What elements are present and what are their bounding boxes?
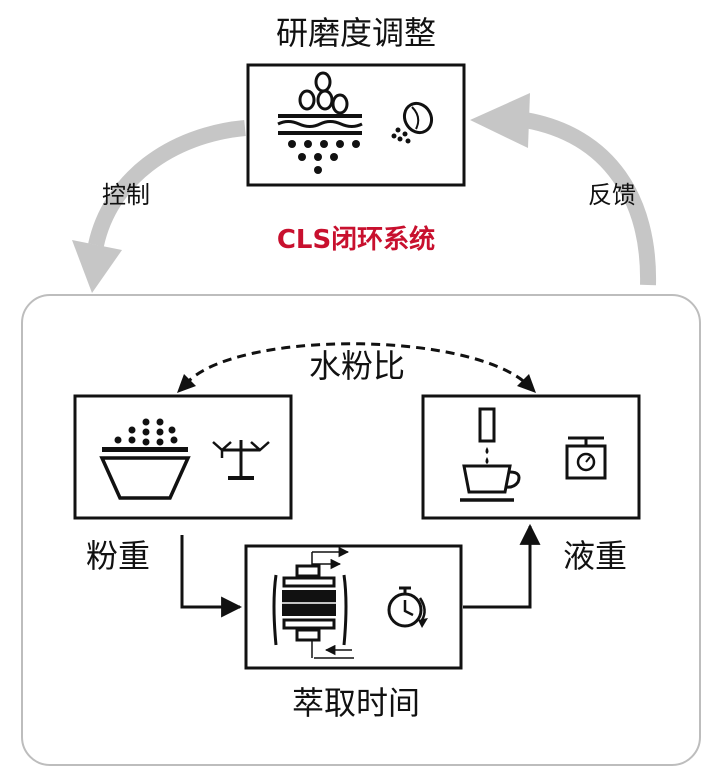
title-label: 研磨度调整 — [276, 14, 436, 52]
timer-icon — [387, 586, 428, 628]
time-label: 萃取时间 — [292, 684, 420, 722]
ratio-arc — [183, 342, 530, 387]
control-arrow — [88, 120, 246, 247]
time-box — [244, 544, 463, 670]
feedback-arrow — [523, 112, 657, 286]
yield-box — [421, 394, 641, 520]
feedback-arrowhead — [470, 93, 530, 148]
brew-chamber-icon — [272, 546, 354, 659]
center-label: CLS闭环系统 — [277, 224, 435, 255]
dose-to-time-arrow — [180, 535, 243, 618]
coffee-bean-icon — [391, 101, 434, 144]
kitchen-scale-icon — [565, 436, 607, 480]
feedback-label: 反馈 — [588, 181, 636, 209]
ratio-arc-head-left — [177, 374, 196, 393]
ratio-label: 水粉比 — [309, 347, 405, 385]
control-arrowhead — [72, 240, 122, 293]
ratio-arc-head-right — [517, 374, 536, 393]
yield-label: 液重 — [563, 537, 627, 575]
grinder-burr-icon — [277, 71, 363, 174]
bowl-grounds-icon — [99, 418, 191, 500]
outer-frame — [21, 294, 701, 766]
time-to-yield-arrow — [463, 523, 541, 609]
pour-cup-icon — [460, 407, 521, 502]
balance-scale-icon — [212, 440, 270, 480]
control-label: 控制 — [102, 181, 150, 209]
dose-label: 粉重 — [86, 537, 150, 575]
